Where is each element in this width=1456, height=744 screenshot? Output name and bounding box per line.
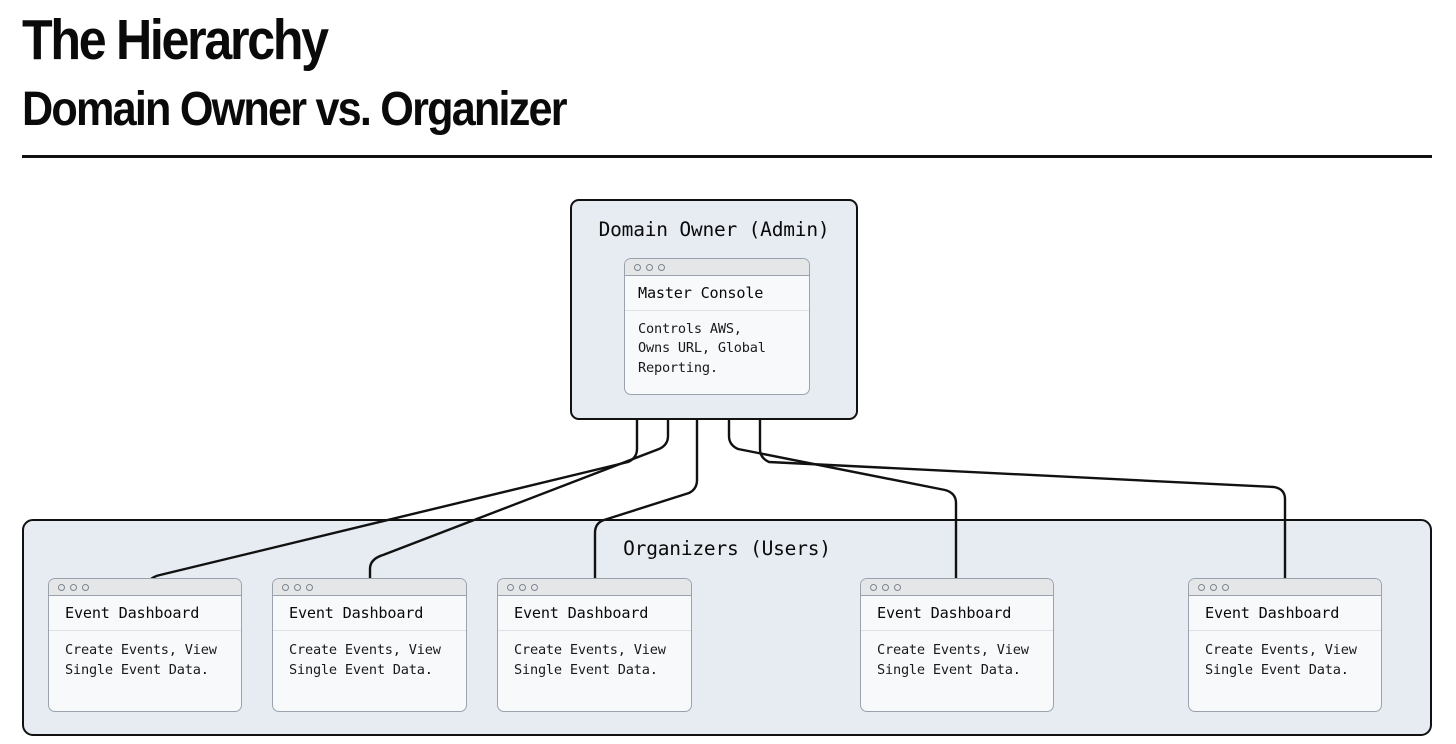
window-maximize-dot-icon [306,583,313,591]
event-dashboard-title: Event Dashboard [49,596,241,631]
event-dashboard-description: Create Events, View Single Event Data. [65,642,217,678]
window-maximize-dot-icon [894,583,901,591]
event-dashboard-card[interactable]: Event Dashboard Create Events, View Sing… [497,578,692,712]
window-maximize-dot-icon [658,263,665,271]
event-dashboard-description: Create Events, View Single Event Data. [289,642,441,678]
window-close-dot-icon [634,263,641,271]
window-minimize-dot-icon [70,583,77,591]
window-close-dot-icon [507,583,514,591]
event-dashboard-card[interactable]: Event Dashboard Create Events, View Sing… [48,578,242,712]
window-title-bar [273,579,466,596]
event-dashboard-card[interactable]: Event Dashboard Create Events, View Sing… [860,578,1054,712]
window-close-dot-icon [1198,583,1205,591]
event-dashboard-title: Event Dashboard [1189,596,1381,631]
window-maximize-dot-icon [1222,583,1229,591]
window-close-dot-icon [870,583,877,591]
event-dashboard-description: Create Events, View Single Event Data. [877,642,1029,678]
domain-owner-label: Domain Owner (Admin) [598,218,830,241]
window-minimize-dot-icon [1210,583,1217,591]
header-divider [22,155,1432,158]
page-title: The Hierarchy [22,8,329,72]
window-title-bar [498,579,691,596]
window-minimize-dot-icon [294,583,301,591]
master-console-title: Master Console [625,276,809,311]
page-subtitle: Domain Owner vs. Organizer [22,83,568,136]
event-dashboard-description: Create Events, View Single Event Data. [514,642,666,678]
window-close-dot-icon [58,583,65,591]
window-maximize-dot-icon [531,583,538,591]
window-minimize-dot-icon [646,263,653,271]
window-title-bar [49,579,241,596]
window-title-bar [861,579,1053,596]
master-console-description: Controls AWS, Owns URL, Global Reporting… [638,321,766,376]
window-maximize-dot-icon [82,583,89,591]
window-title-bar [625,259,809,276]
event-dashboard-title: Event Dashboard [498,596,691,631]
event-dashboard-card[interactable]: Event Dashboard Create Events, View Sing… [272,578,467,712]
window-title-bar [1189,579,1381,596]
event-dashboard-card[interactable]: Event Dashboard Create Events, View Sing… [1188,578,1382,712]
organizers-group-label: Organizers (Users) [623,537,831,560]
window-minimize-dot-icon [519,583,526,591]
event-dashboard-title: Event Dashboard [273,596,466,631]
event-dashboard-title: Event Dashboard [861,596,1053,631]
master-console-card[interactable]: Master Console Controls AWS, Owns URL, G… [624,258,810,395]
window-close-dot-icon [282,583,289,591]
page-header: The Hierarchy Domain Owner vs. Organizer [22,0,1434,168]
event-dashboard-description: Create Events, View Single Event Data. [1205,642,1357,678]
window-minimize-dot-icon [882,583,889,591]
domain-owner-node[interactable]: Domain Owner (Admin) Master Console Cont… [570,199,858,420]
